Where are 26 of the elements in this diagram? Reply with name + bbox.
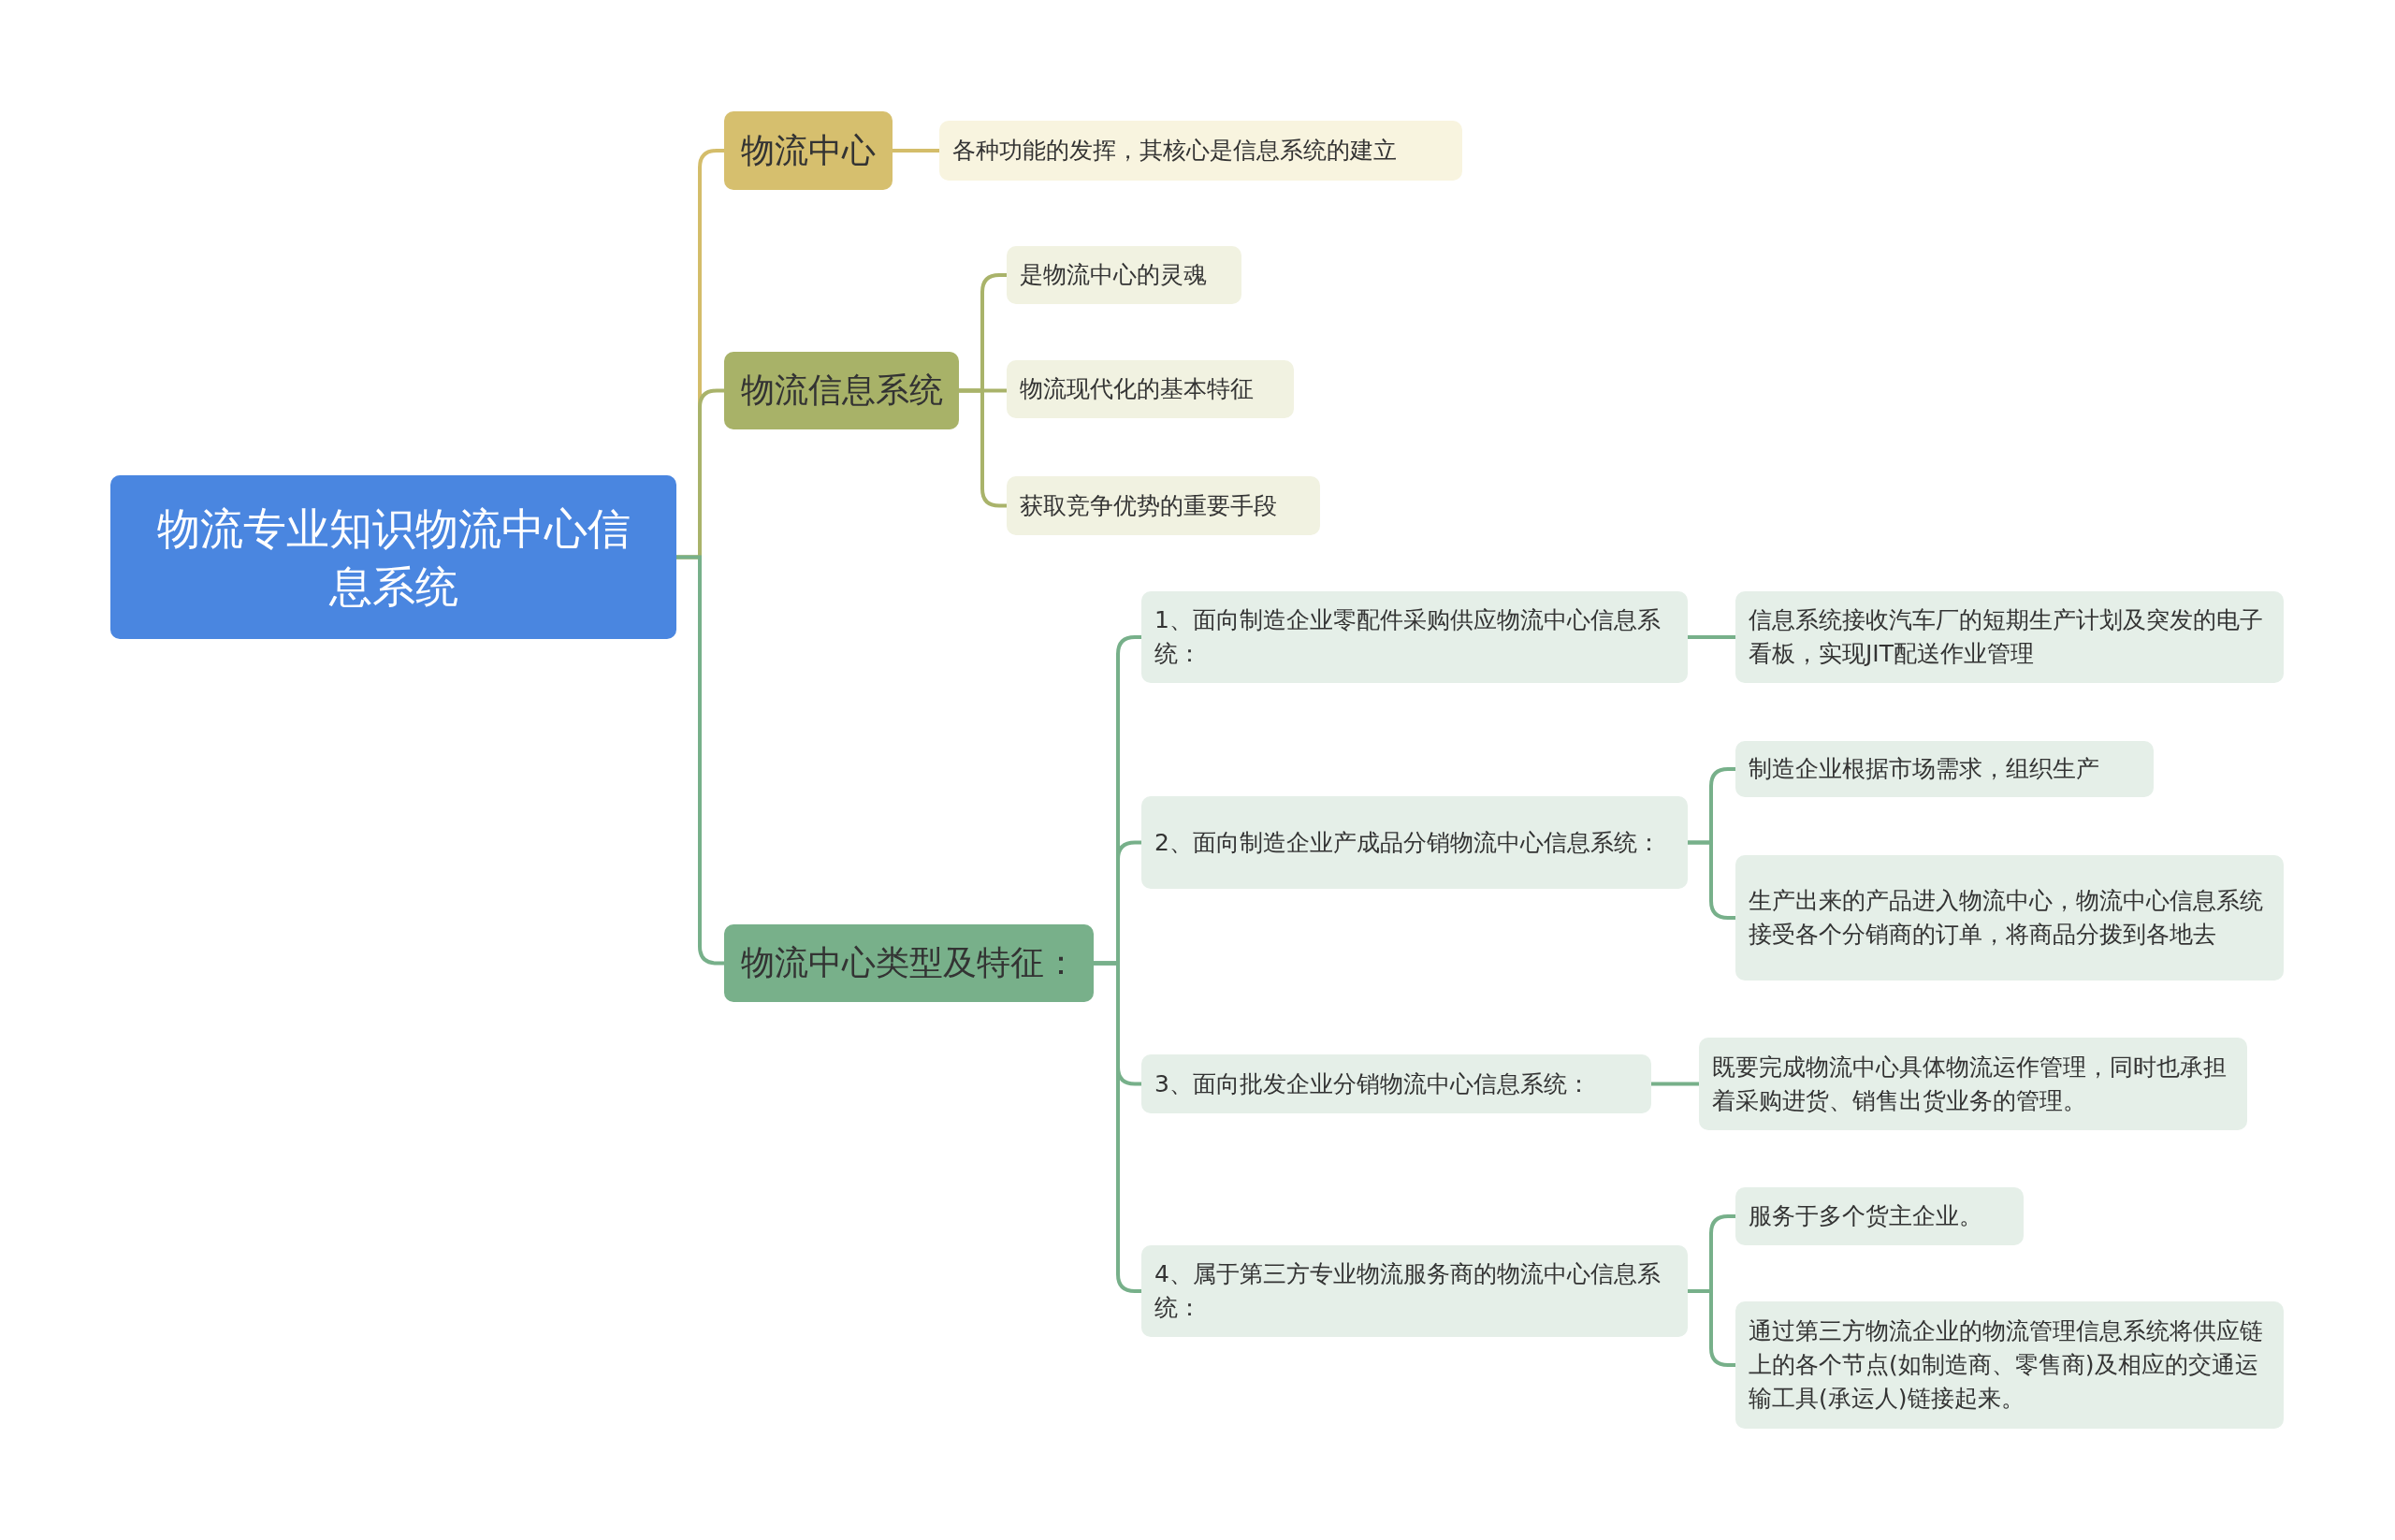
connector-line: [1651, 1082, 1699, 1086]
connector-line: [1688, 840, 1735, 920]
central-topic-box: 物流专业知识物流中心信息系统: [110, 475, 676, 639]
connector-line: [676, 555, 724, 966]
subtopic-box: 制造企业根据市场需求，组织生产: [1735, 741, 2154, 797]
topic-box: 物流中心: [724, 111, 893, 190]
connector-line: [1688, 635, 1735, 639]
subtopic-box: 物流现代化的基本特征: [1007, 360, 1294, 418]
connector-line: [1094, 961, 1141, 1293]
subtopic-box: 4、属于第三方专业物流服务商的物流中心信息系统：: [1141, 1245, 1688, 1337]
subtopic-box: 获取竞争优势的重要手段: [1007, 476, 1320, 535]
subtopic-box: 各种功能的发挥，其核心是信息系统的建立: [939, 121, 1462, 181]
topic-box: 物流中心类型及特征：: [724, 924, 1094, 1002]
connector-line: [893, 149, 939, 153]
connector-line: [1688, 1289, 1735, 1367]
subtopic-box: 信息系统接收汽车厂的短期生产计划及突发的电子看板，实现JIT配送作业管理: [1735, 591, 2284, 683]
subtopic-box: 是物流中心的灵魂: [1007, 246, 1241, 304]
subtopic-box: 服务于多个货主企业。: [1735, 1187, 2024, 1245]
subtopic-box: 通过第三方物流企业的物流管理信息系统将供应链上的各个节点(如制造商、零售商)及相应的交通运输工具(承运人)链接起来。: [1735, 1301, 2284, 1429]
subtopic-box: 2、面向制造企业产成品分销物流中心信息系统：: [1141, 796, 1688, 889]
subtopic-box: 3、面向批发企业分销物流中心信息系统：: [1141, 1054, 1651, 1113]
subtopic-box: 既要完成物流中心具体物流运作管理，同时也承担着采购进货、销售出货业务的管理。: [1699, 1038, 2247, 1130]
subtopic-box: 生产出来的产品进入物流中心，物流中心信息系统接受各个分销商的订单，将商品分拨到各地去: [1735, 855, 2284, 981]
subtopic-box: 1、面向制造企业零配件采购供应物流中心信息系统：: [1141, 591, 1688, 683]
connector-line: [959, 388, 1007, 508]
topic-box: 物流信息系统: [724, 352, 959, 429]
